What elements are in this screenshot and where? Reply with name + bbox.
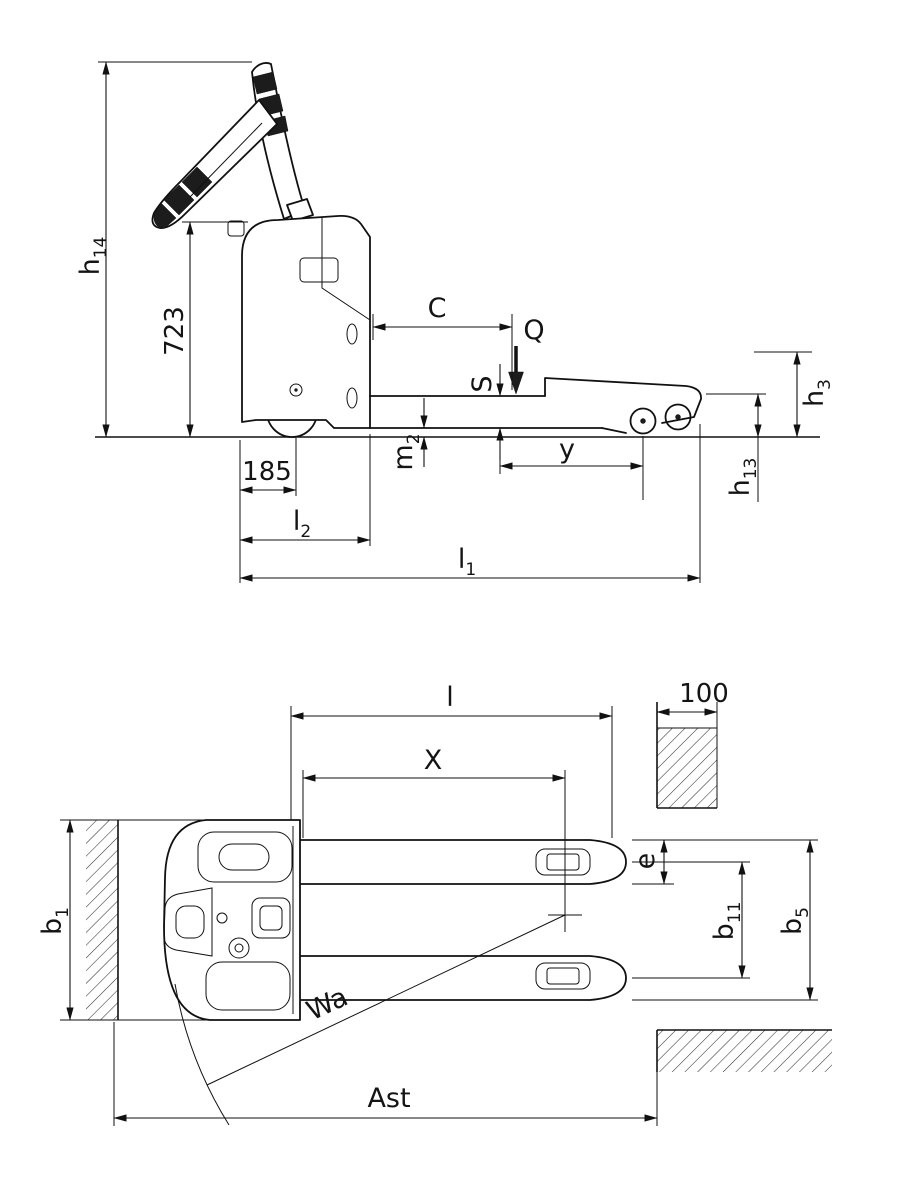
tiller-handle bbox=[151, 62, 314, 237]
dim-185: 185 bbox=[239, 438, 297, 583]
dim-l1: l1 bbox=[239, 424, 701, 583]
label-y: y bbox=[559, 434, 575, 465]
dim-100: 100 bbox=[656, 679, 729, 716]
dim-h13: h13 bbox=[706, 393, 766, 502]
dim-l: l bbox=[290, 682, 613, 838]
dim-b5: b5 bbox=[632, 839, 818, 1001]
chassis-side bbox=[241, 215, 371, 429]
dim-y: y bbox=[499, 434, 644, 500]
label-b11: b11 bbox=[709, 902, 745, 941]
label-x: X bbox=[424, 745, 443, 776]
side-view: h14 723 C Q S m2 bbox=[75, 61, 835, 583]
label-s: S bbox=[467, 375, 498, 392]
label-723: 723 bbox=[160, 306, 190, 356]
label-100: 100 bbox=[679, 679, 729, 709]
label-l: l bbox=[446, 682, 454, 713]
label-185: 185 bbox=[242, 457, 292, 487]
dim-b1: b1 bbox=[37, 819, 210, 1021]
dim-m2: m2 bbox=[388, 398, 428, 471]
dim-c: C bbox=[372, 293, 513, 390]
label-h13: h13 bbox=[725, 458, 761, 497]
forks-plan bbox=[300, 839, 627, 1001]
label-h14: h14 bbox=[75, 237, 111, 276]
dim-s: S bbox=[467, 364, 504, 460]
left-wall bbox=[86, 820, 119, 1020]
fork-side bbox=[369, 377, 702, 435]
label-b5: b5 bbox=[777, 907, 813, 935]
truck-side bbox=[151, 62, 702, 438]
label-m2: m2 bbox=[388, 433, 424, 470]
label-b1: b1 bbox=[37, 907, 73, 935]
label-c: C bbox=[428, 293, 447, 324]
truck-plan-body bbox=[163, 819, 301, 1021]
dim-h3: h3 bbox=[754, 351, 835, 438]
label-q: Q bbox=[523, 315, 544, 346]
top-right-rack-corner bbox=[656, 702, 718, 809]
label-h3: h3 bbox=[799, 379, 835, 407]
dim-h14: h14 bbox=[75, 61, 252, 438]
label-e: e bbox=[630, 853, 661, 870]
dim-ast: Ast bbox=[113, 1022, 658, 1126]
label-ast: Ast bbox=[367, 1083, 410, 1114]
dim-723: 723 bbox=[160, 221, 248, 438]
label-l1: l1 bbox=[458, 544, 476, 580]
plan-view: Wa l 100 X e bbox=[37, 679, 832, 1126]
load-arrow bbox=[508, 346, 524, 395]
dim-x: X bbox=[302, 745, 566, 898]
bottom-right-rack bbox=[656, 1029, 832, 1072]
label-l2: l2 bbox=[293, 506, 311, 542]
dim-b11: b11 bbox=[632, 861, 750, 979]
dim-l2: l2 bbox=[239, 434, 371, 546]
